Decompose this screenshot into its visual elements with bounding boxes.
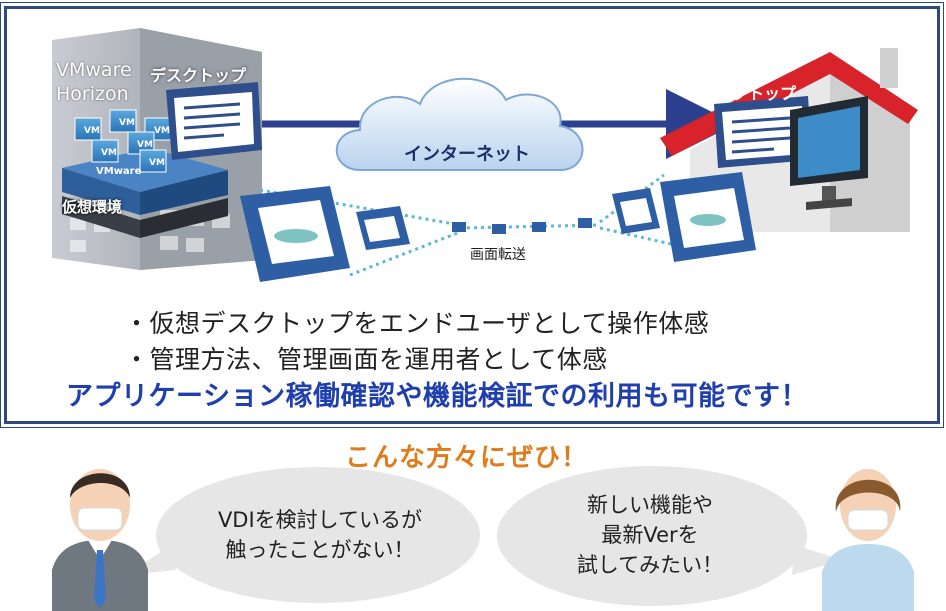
left-bubble-text: VDIを検討しているが 触ったことがない！ [180,505,460,565]
server-desktop-window-icon [166,82,262,160]
vm-chip-1: VM [84,126,100,136]
transfer-screen-large-left [240,186,350,282]
bullet-2: ・管理方法、管理画面を運用者として体感 [124,345,608,374]
vm-chip-4: VM [101,148,117,158]
server-desktop-label: デスクトップ [150,66,247,85]
left-bubble-line-1: VDIを検討しているが [217,508,423,532]
home-desktop-window-icon [714,96,812,168]
right-speech-bubble [497,466,842,606]
female-person-icon [822,469,914,611]
screen-transfer-label: 画面転送 [470,247,526,263]
bottom-title: こんな方々にぜひ！ [345,443,589,473]
cloud-label: インターネット [404,144,530,165]
bullet-1: ・仮想デスクトップをエンドユーザとして操作体感 [124,309,710,338]
screen-transfer-path [259,173,721,277]
vm-chip-2: VM [119,118,135,128]
home-desktop-label: デスクトップ [700,84,797,103]
internet-cloud-icon [335,77,584,171]
right-bubble-line-2: 最新Verを [601,523,699,547]
male-person-icon [52,469,148,611]
virtual-env-label: 仮想環境 [62,198,123,216]
transfer-screen-tiny [452,218,592,234]
vmware-chip: VMware [96,166,142,177]
transfer-screen-small-left [356,206,410,250]
transfer-screen-large-right [660,172,756,262]
vm-chip-3: VM [154,126,170,136]
right-bubble-line-3: 試してみたい！ [576,553,724,577]
vm-chip-6: VM [149,158,165,168]
right-bubble-text: 新しい機能や 最新Verを 試してみたい！ [540,490,760,580]
monitor-icon [790,96,868,210]
transfer-screen-small-right [612,188,660,234]
virtual-server-icon [62,109,228,238]
vmware-horizon-label: VMware Horizon [56,59,132,105]
cta-text: アプリケーション稼働確認や機能検証での利用も可能です！ [66,381,808,412]
left-bubble-line-2: 触ったことがない！ [225,538,415,562]
vm-chip-5: VM [137,140,153,150]
right-bubble-line-1: 新しい機能や [587,493,713,517]
